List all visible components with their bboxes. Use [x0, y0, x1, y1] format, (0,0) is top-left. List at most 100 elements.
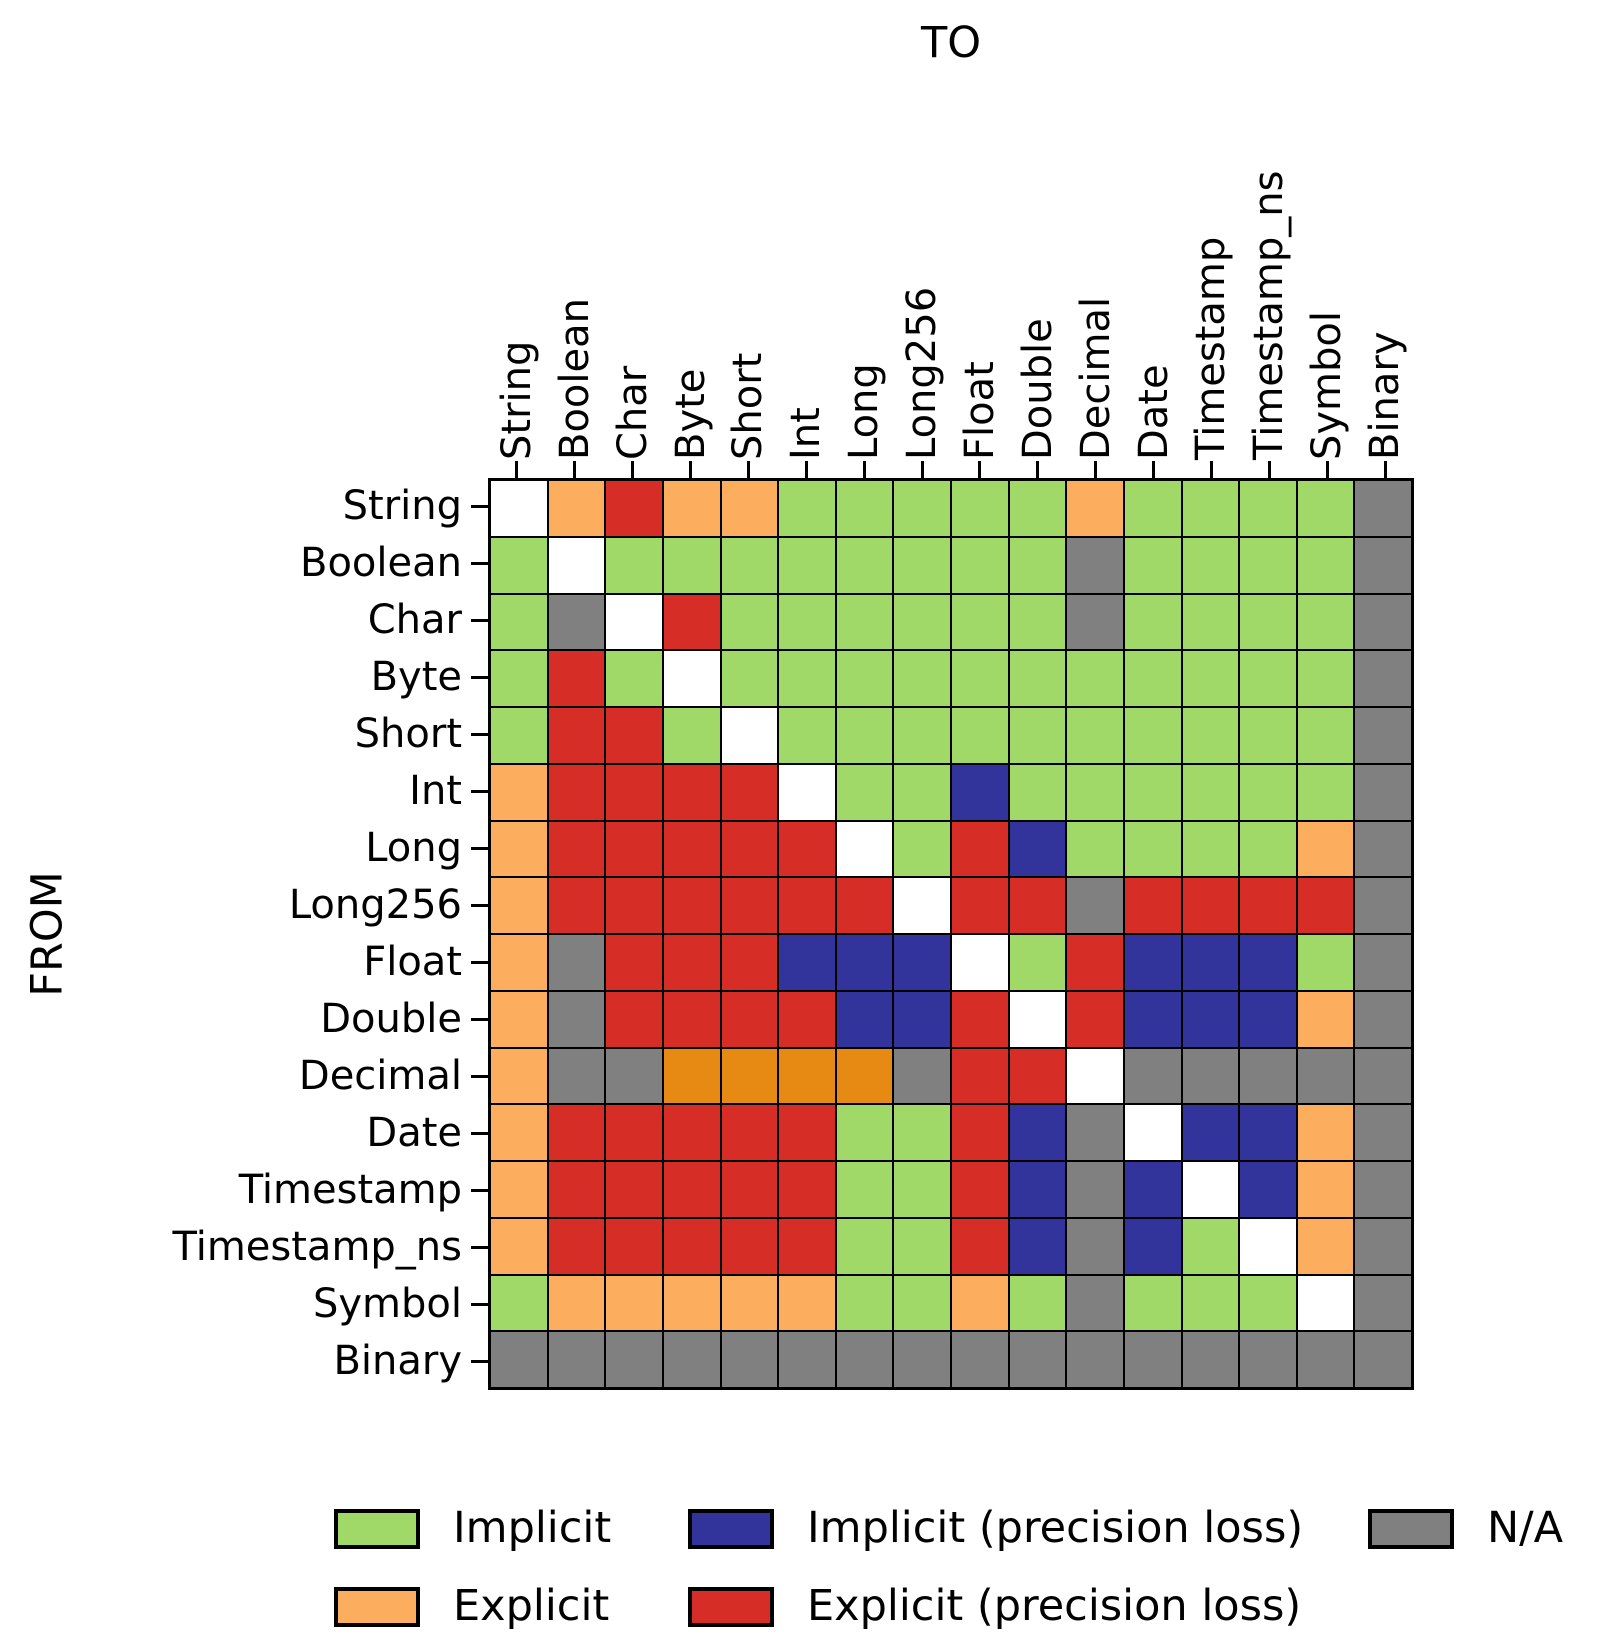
cell-Timestamp-to-Long — [835, 1161, 894, 1218]
cell-Double-to-Byte — [662, 990, 721, 1048]
cell-Decimal-to-Date — [1123, 1047, 1182, 1105]
cell-Symbol-to-Decimal — [1066, 1274, 1124, 1332]
col-label-String: String — [493, 340, 540, 460]
col-tick-Double — [1036, 461, 1040, 478]
cell-Char-to-Char — [605, 593, 663, 651]
cell-Int-to-Int — [778, 763, 836, 821]
cell-Double-to-Timestamp — [1181, 990, 1240, 1048]
cell-String-to-Boolean — [547, 480, 606, 537]
cell-Short-to-Timestamp — [1181, 707, 1240, 764]
cell-Symbol-to-Symbol — [1296, 1274, 1355, 1332]
row-tick-Char — [471, 619, 488, 622]
cell-Decimal-to-Char — [605, 1047, 663, 1105]
cell-Double-to-Date — [1123, 990, 1182, 1048]
legend-swatch-B — [688, 1508, 774, 1549]
cell-Long256-to-String — [490, 877, 548, 934]
cell-Symbol-to-Timestamp — [1181, 1274, 1240, 1332]
row-label-Double: Double — [320, 996, 462, 1042]
cell-Boolean-to-Byte — [662, 536, 721, 594]
cell-Boolean-to-Binary — [1354, 536, 1412, 594]
col-tick-Int — [804, 461, 808, 478]
cell-Byte-to-Byte — [662, 650, 721, 707]
cell-Timestamp-to-Long256 — [893, 1161, 951, 1218]
cell-Decimal-to-Float — [951, 1047, 1009, 1105]
cell-Timestamp_ns-to-Float — [951, 1217, 1009, 1275]
cell-Long-to-String — [490, 820, 548, 878]
cell-Int-to-Decimal — [1066, 763, 1124, 821]
cell-Binary-to-Long — [835, 1331, 894, 1388]
cell-Timestamp-to-Short — [720, 1161, 779, 1218]
row-tick-Timestamp — [471, 1189, 488, 1192]
row-label-Timestamp: Timestamp — [238, 1167, 462, 1213]
cell-Boolean-to-Double — [1008, 536, 1067, 594]
cell-String-to-Long256 — [893, 480, 951, 537]
cell-Byte-to-Timestamp — [1181, 650, 1240, 707]
cell-Byte-to-String — [490, 650, 548, 707]
cell-Byte-to-Long — [835, 650, 894, 707]
legend-swatch-O — [334, 1586, 420, 1627]
cell-Binary-to-Double — [1008, 1331, 1067, 1388]
cell-Int-to-Char — [605, 763, 663, 821]
cell-Boolean-to-String — [490, 536, 548, 594]
cell-Float-to-Decimal — [1066, 934, 1124, 991]
legend-label-O: Explicit — [453, 1581, 610, 1631]
cell-Short-to-Timestamp_ns — [1239, 707, 1297, 764]
cell-Char-to-Double — [1008, 593, 1067, 651]
cell-Long-to-Int — [778, 820, 836, 878]
cell-Date-to-Timestamp_ns — [1239, 1104, 1297, 1161]
cell-Timestamp-to-Timestamp_ns — [1239, 1161, 1297, 1218]
cell-Byte-to-Short — [720, 650, 779, 707]
cell-Boolean-to-Boolean — [547, 536, 606, 594]
cell-Double-to-Boolean — [547, 990, 606, 1048]
col-label-Byte: Byte — [667, 368, 714, 460]
cell-Timestamp_ns-to-Decimal — [1066, 1217, 1124, 1275]
row-tick-Date — [471, 1132, 488, 1135]
cell-Double-to-Int — [778, 990, 836, 1048]
cell-Char-to-Timestamp_ns — [1239, 593, 1297, 651]
row-label-Long: Long — [365, 825, 462, 871]
cell-Double-to-Symbol — [1296, 990, 1355, 1048]
cell-Decimal-to-Long256 — [893, 1047, 951, 1105]
cell-Symbol-to-Date — [1123, 1274, 1182, 1332]
x-axis-title: TO — [920, 18, 982, 68]
legend-swatch-R — [688, 1586, 774, 1627]
cell-Timestamp-to-Date — [1123, 1161, 1182, 1218]
cell-Short-to-Double — [1008, 707, 1067, 764]
row-tick-Binary — [471, 1360, 488, 1363]
row-label-Char: Char — [367, 597, 462, 643]
row-tick-Symbol — [471, 1303, 488, 1306]
cell-Char-to-Int — [778, 593, 836, 651]
cell-Long256-to-Byte — [662, 877, 721, 934]
cell-Long-to-Timestamp_ns — [1239, 820, 1297, 878]
cell-Timestamp-to-Char — [605, 1161, 663, 1218]
cell-String-to-Timestamp_ns — [1239, 480, 1297, 537]
cell-Boolean-to-Decimal — [1066, 536, 1124, 594]
cell-String-to-Float — [951, 480, 1009, 537]
legend-label-G: Implicit — [453, 1503, 612, 1553]
row-label-Int: Int — [409, 768, 462, 814]
cell-Long-to-Char — [605, 820, 663, 878]
cell-Int-to-Long — [835, 763, 894, 821]
col-tick-Byte — [689, 461, 693, 478]
cell-Timestamp_ns-to-Timestamp — [1181, 1217, 1240, 1275]
cell-Timestamp-to-Binary — [1354, 1161, 1412, 1218]
cell-Float-to-String — [490, 934, 548, 991]
cell-Decimal-to-String — [490, 1047, 548, 1105]
cell-Long256-to-Decimal — [1066, 877, 1124, 934]
cell-Long256-to-Timestamp_ns — [1239, 877, 1297, 934]
cell-Date-to-Short — [720, 1104, 779, 1161]
cell-Char-to-String — [490, 593, 548, 651]
cell-Timestamp-to-Timestamp — [1181, 1161, 1240, 1218]
cell-Long256-to-Char — [605, 877, 663, 934]
cell-Timestamp_ns-to-Long256 — [893, 1217, 951, 1275]
cell-Date-to-Binary — [1354, 1104, 1412, 1161]
cell-Short-to-Char — [605, 707, 663, 764]
cell-String-to-String — [490, 480, 548, 537]
cell-Symbol-to-Binary — [1354, 1274, 1412, 1332]
cell-Timestamp-to-Float — [951, 1161, 1009, 1218]
cell-Double-to-Short — [720, 990, 779, 1048]
col-label-Timestamp_ns: Timestamp_ns — [1246, 170, 1293, 460]
cell-Short-to-Short — [720, 707, 779, 764]
cell-Long256-to-Symbol — [1296, 877, 1355, 934]
